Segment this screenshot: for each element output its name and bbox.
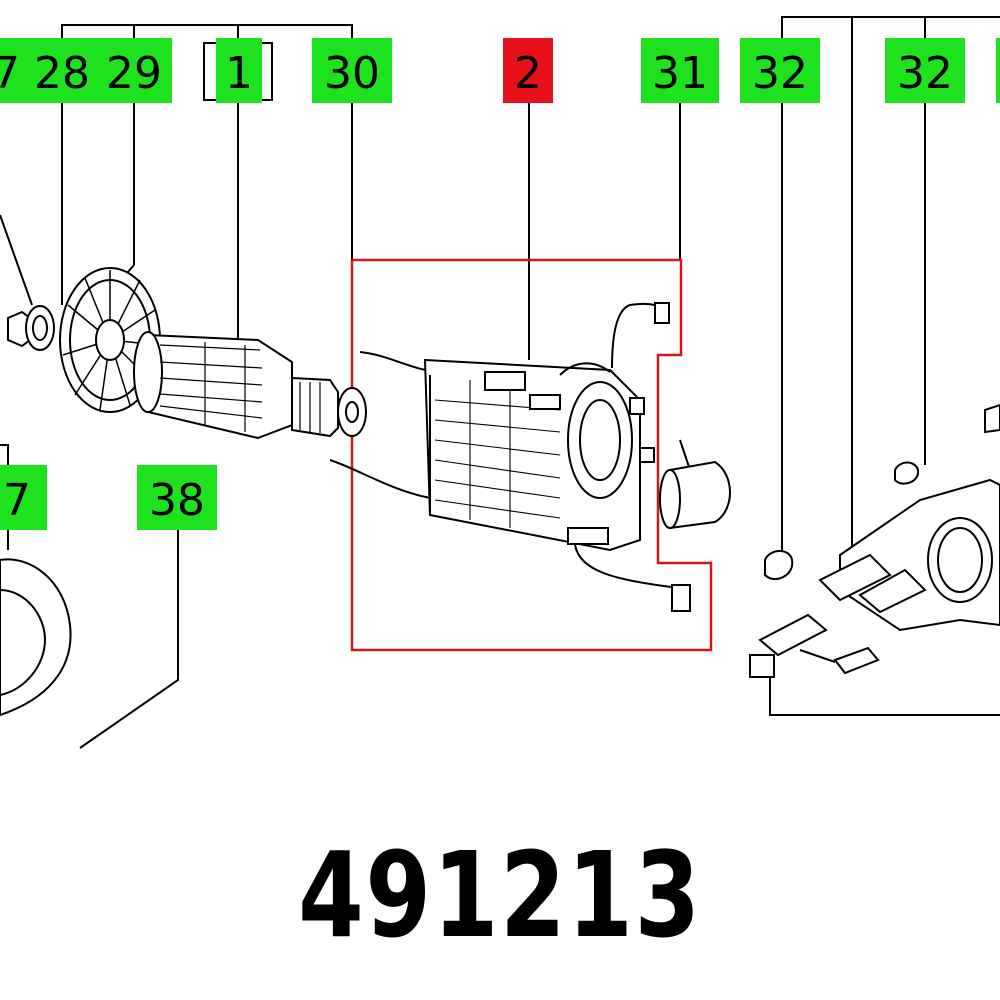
leader-lines <box>0 16 1000 749</box>
callout-30-label: 30 <box>324 48 380 99</box>
callout-31-label: 31 <box>652 48 708 99</box>
callout-27[interactable]: 27 <box>0 38 25 103</box>
callout-28[interactable]: 28 <box>25 38 100 103</box>
highlight-frame <box>350 258 713 652</box>
callout-32-left[interactable]: 32 <box>740 38 820 103</box>
stator-drawing <box>329 302 691 612</box>
callout-38-label: 38 <box>149 475 205 526</box>
callout-37-label: 37 <box>0 475 31 526</box>
callout-30[interactable]: 30 <box>312 38 392 103</box>
callout-31[interactable]: 31 <box>641 38 719 103</box>
callout-32-right[interactable]: 32 <box>885 38 965 103</box>
callout-1[interactable]: 1 <box>203 38 273 103</box>
callout-1-label: 1 <box>225 48 253 99</box>
callout-32-left-label: 32 <box>752 48 808 99</box>
callout-edge-right <box>996 38 1000 103</box>
callout-32-right-label: 32 <box>897 48 953 99</box>
callout-2-label: 2 <box>514 48 542 99</box>
callout-27-label: 27 <box>0 48 20 99</box>
armature-drawing <box>7 267 367 440</box>
callout-29-label: 29 <box>106 48 162 99</box>
callout-37[interactable]: 37 <box>0 465 47 530</box>
cap-drawing <box>659 460 731 530</box>
housing-drawing <box>0 558 72 717</box>
callout-29[interactable]: 29 <box>100 38 172 103</box>
callout-2-selected[interactable]: 2 <box>503 38 553 103</box>
callout-38[interactable]: 38 <box>137 465 217 530</box>
part-number: 491213 <box>298 826 702 964</box>
brush-holder-drawing <box>749 403 1000 678</box>
callout-28-label: 28 <box>34 48 90 99</box>
